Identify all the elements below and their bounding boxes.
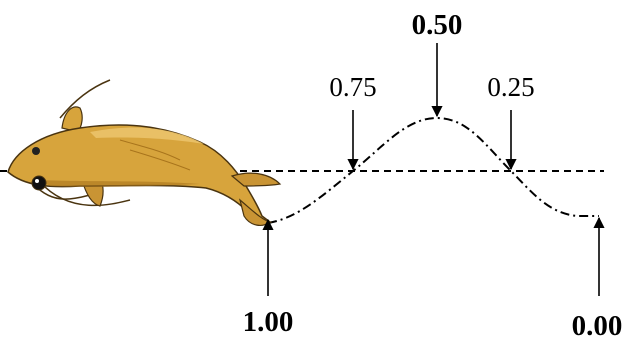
label-top-peak: 0.50 <box>412 9 463 41</box>
label-bottom-left: 1.00 <box>243 306 294 338</box>
catfish-icon <box>7 79 282 226</box>
label-bottom-right: 0.00 <box>572 310 623 341</box>
label-fall-right: 0.25 <box>487 72 534 102</box>
label-rise-left: 0.75 <box>329 72 376 102</box>
wave-curve <box>267 116 599 224</box>
